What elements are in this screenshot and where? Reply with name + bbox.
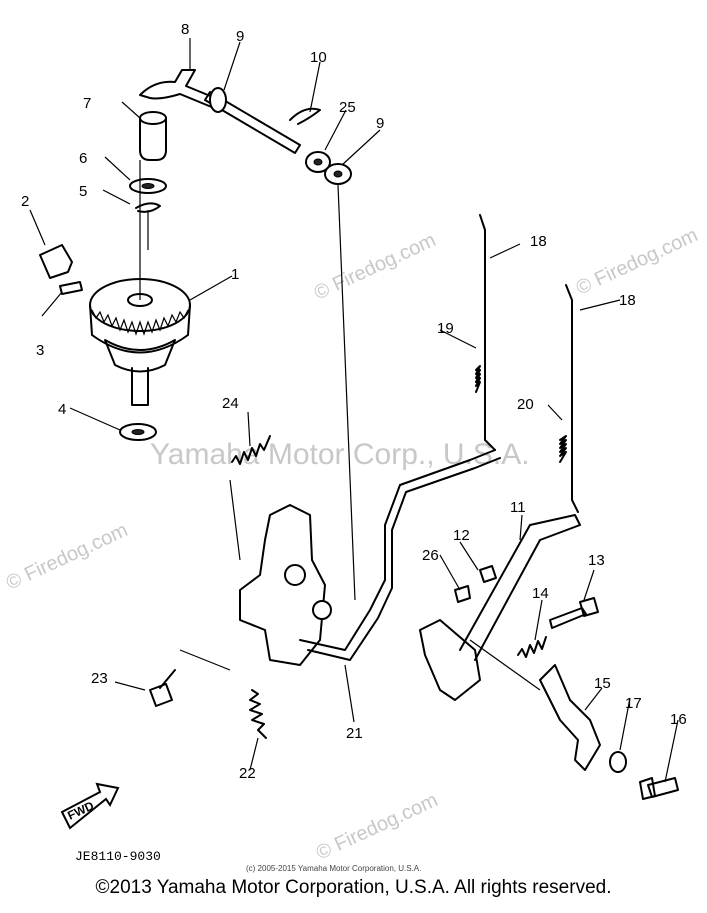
- watermark-firedog-mid: © Firedog.com: [311, 229, 439, 304]
- label-21: 21: [346, 725, 363, 742]
- label-13: 13: [588, 552, 605, 569]
- drawing-code: JE8110-9030: [75, 849, 161, 864]
- label-20: 20: [517, 396, 534, 413]
- label-6: 6: [79, 150, 87, 167]
- part-25-bushing-hole: [313, 158, 323, 166]
- label-2: 2: [21, 193, 29, 210]
- label-1: 1: [231, 266, 239, 283]
- part-7-pin-top: [139, 111, 167, 125]
- label-11: 11: [510, 499, 526, 516]
- part-9-washer-hole: [333, 170, 343, 178]
- part-17-washer: [609, 751, 627, 773]
- label-26: 26: [422, 547, 439, 564]
- label-24: 24: [222, 395, 239, 412]
- label-23: 23: [91, 670, 108, 687]
- label-7: 7: [83, 95, 91, 112]
- label-25: 25: [339, 99, 356, 116]
- label-14: 14: [532, 585, 549, 602]
- part-8-lever: [139, 69, 221, 109]
- watermark-firedog-right: © Firedog.com: [573, 224, 701, 299]
- part-14-spring: [517, 636, 547, 658]
- label-17: 17: [625, 695, 642, 712]
- part-15-plate: [539, 664, 601, 771]
- part-22-spring: [249, 689, 267, 739]
- label-22: 22: [239, 765, 256, 782]
- label-3: 3: [36, 342, 44, 359]
- small-copyright: (c) 2005-2015 Yamaha Motor Corporation, …: [246, 864, 421, 873]
- label-4: 4: [58, 401, 66, 418]
- part-24-spring: [231, 435, 271, 465]
- fwd-arrow-icon: FWD: [60, 782, 120, 830]
- part-4-washer-hole: [131, 429, 145, 435]
- label-9a: 9: [236, 28, 244, 45]
- copyright-notice: ©2013 Yamaha Motor Corporation, U.S.A. A…: [95, 877, 612, 898]
- watermark-firedog-bottom: © Firedog.com: [313, 789, 441, 864]
- part-26-screw: [454, 585, 471, 603]
- label-8: 8: [181, 21, 189, 38]
- label-9b: 9: [376, 115, 384, 132]
- watermark-center: Yamaha Motor Corp., U.S.A.: [150, 438, 530, 471]
- part-16-screw: [639, 777, 679, 800]
- part-7-pin: [139, 117, 167, 161]
- label-16: 16: [670, 711, 687, 728]
- leader-lines: [29, 38, 679, 783]
- label-19: 19: [437, 320, 454, 337]
- part-12-nut: [479, 565, 497, 583]
- part-21-bracket: [239, 449, 501, 666]
- part-11-lever: [419, 514, 581, 701]
- label-5: 5: [79, 183, 87, 200]
- label-10: 10: [310, 49, 327, 66]
- part-18-20-rod-right: [559, 284, 579, 513]
- part-23-bolt: [149, 669, 176, 707]
- part-6-washer-hole: [141, 183, 155, 189]
- part-5-ring: [135, 202, 161, 213]
- part-18-19-rod-left: [475, 214, 496, 451]
- label-12: 12: [453, 527, 470, 544]
- part-2-weight: [39, 244, 73, 279]
- label-18b: 18: [619, 292, 636, 309]
- part-9-shaft: [204, 91, 301, 154]
- part-10-clip: [289, 107, 321, 125]
- watermark-firedog-left: © Firedog.com: [3, 519, 131, 594]
- part-3-pin: [59, 281, 83, 295]
- part-13-bolt: [549, 597, 599, 629]
- label-15: 15: [594, 675, 611, 692]
- part-9-shaft-collar: [209, 87, 227, 113]
- label-18a: 18: [530, 233, 547, 250]
- guide-lines: [139, 160, 541, 691]
